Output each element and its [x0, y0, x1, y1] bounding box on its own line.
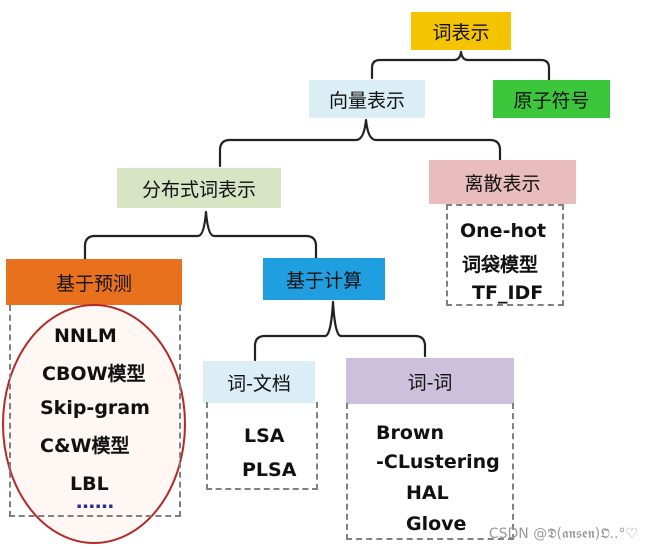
- item-one-hot: One-hot: [460, 220, 547, 242]
- node-word-word: 词-词: [346, 358, 514, 404]
- item-plsa: PLSA: [242, 459, 297, 481]
- brace-root: [370, 50, 551, 82]
- brace-vector: [218, 118, 502, 168]
- word-doc-list-box: [206, 402, 318, 490]
- csdn-watermark: CSDN @𝕯(𝖆𝖓𝖘𝖊𝖓)𝕺..°♡: [488, 526, 638, 542]
- word-word-list-box: [346, 403, 514, 540]
- node-discrete-representation: 离散表示: [429, 160, 576, 204]
- item-brown: Brown: [376, 422, 444, 444]
- item-tf-idf: TF_IDF: [472, 282, 544, 304]
- item-nnlm: NNLM: [54, 325, 117, 347]
- item-bag-of-words: 词袋模型: [462, 254, 539, 276]
- item-hal: HAL: [406, 482, 449, 504]
- brace-distributed: [83, 210, 318, 262]
- node-count-based: 基于计算: [263, 258, 385, 300]
- node-word-document: 词-文档: [203, 361, 315, 403]
- node-word-representation: 词表示: [411, 12, 511, 50]
- node-distributed-representation: 分布式词表示: [117, 168, 281, 208]
- prediction-list-box: [9, 305, 181, 517]
- item-cbow: CBOW模型: [42, 363, 146, 385]
- item-clustering: -CLustering: [376, 451, 500, 473]
- node-prediction-based: 基于预测: [6, 259, 182, 305]
- item-ellipsis: ……: [76, 491, 114, 513]
- item-lsa: LSA: [244, 425, 285, 447]
- node-atomic-symbol: 原子符号: [493, 80, 610, 118]
- item-skip-gram: Skip-gram: [40, 397, 150, 419]
- item-lbl: LBL: [70, 473, 109, 495]
- discrete-list-box: [446, 204, 564, 306]
- node-vector-representation: 向量表示: [309, 80, 425, 118]
- item-cw: C&W模型: [40, 435, 130, 457]
- item-glove: Glove: [406, 513, 467, 535]
- brace-counting: [253, 300, 427, 362]
